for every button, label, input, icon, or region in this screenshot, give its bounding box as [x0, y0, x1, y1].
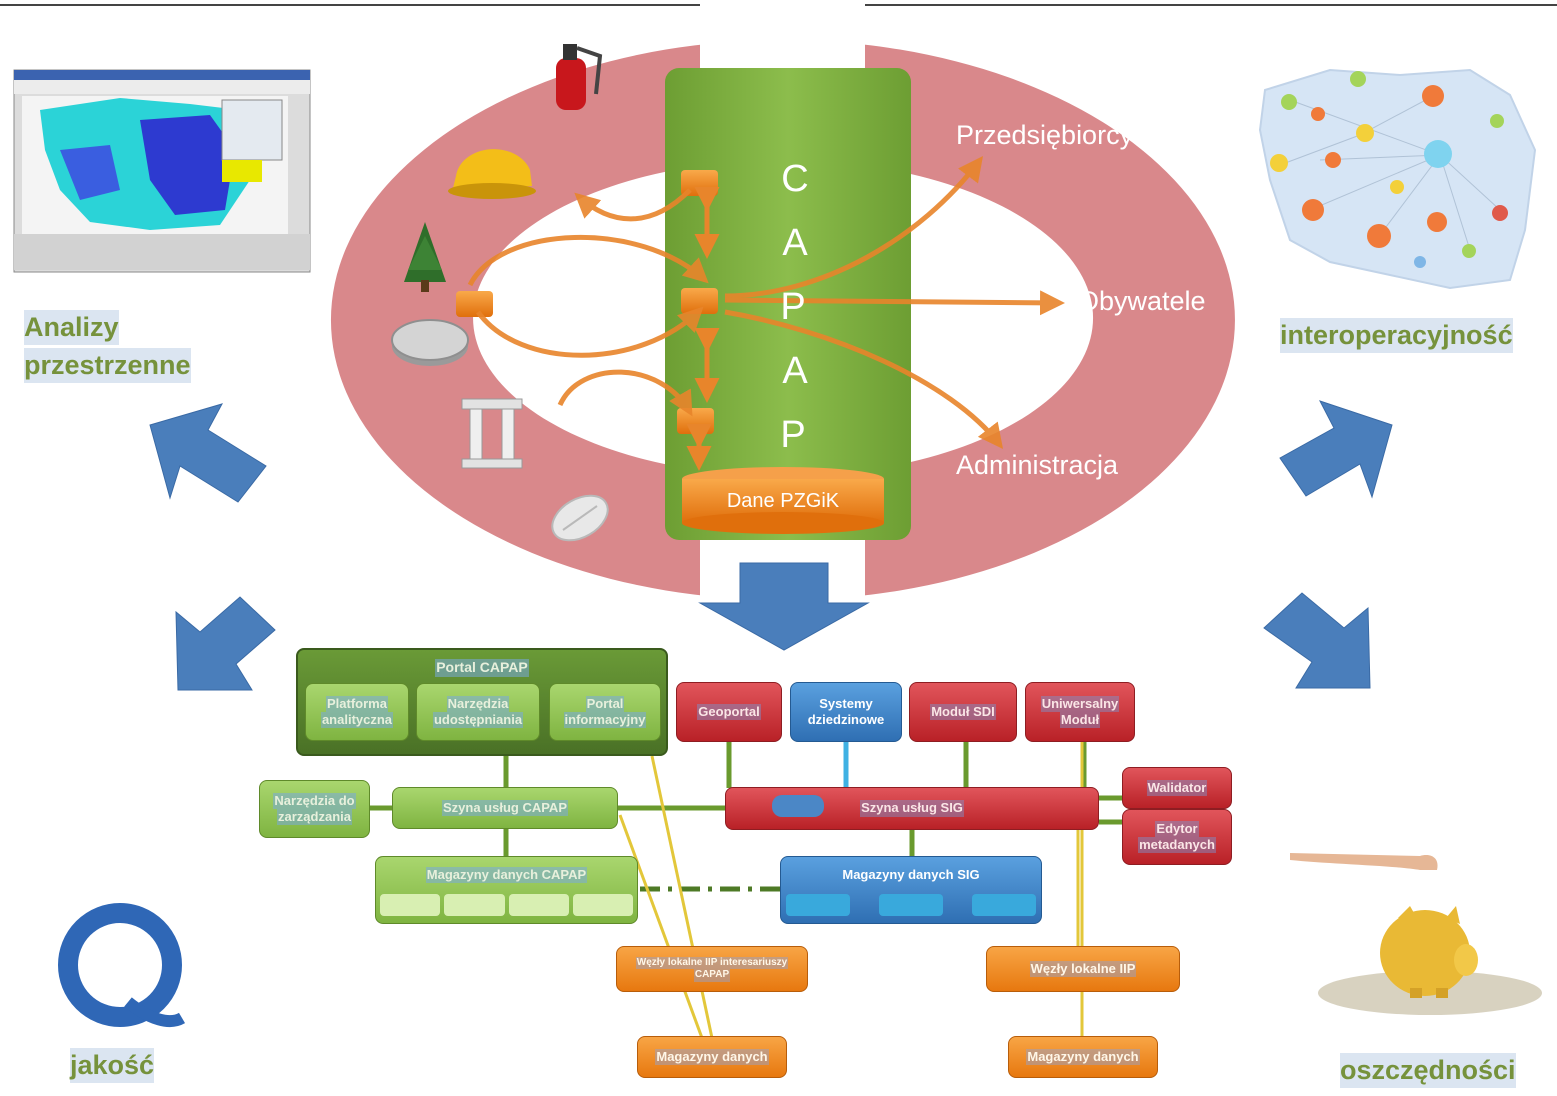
label-przestrzenne: przestrzenne — [24, 348, 191, 384]
cap-letter-c: C — [781, 158, 809, 200]
label-obywatele: Obywatele — [1078, 286, 1206, 316]
label-jakosc: jakość — [70, 1048, 155, 1084]
flow-node — [456, 291, 493, 317]
poland-network-map — [1258, 68, 1537, 290]
hard-hat-icon — [448, 149, 536, 199]
storage-tile — [786, 894, 850, 916]
wezly-lokalne-iip-box: Węzły lokalne IIP — [986, 946, 1180, 992]
bus-cylinder-icon — [772, 795, 824, 817]
storage-tile — [879, 894, 943, 916]
capap-storage-tiles — [380, 894, 633, 916]
label-interoperacyjnosc: interoperacyjność — [1280, 318, 1513, 354]
storage-tile — [572, 894, 633, 916]
portal-capap-title: Portal CAPAP — [435, 659, 529, 677]
column-pillar-icon — [461, 398, 523, 469]
modul-sdi-module: Moduł SDI — [909, 682, 1017, 742]
quality-q-logo-icon — [58, 903, 186, 1027]
label-administracja: Administracja — [956, 450, 1119, 480]
map-screenshot-thumbnail — [13, 69, 311, 273]
cap-letter-a1: A — [782, 222, 808, 264]
cap-letter-p1: P — [780, 286, 806, 328]
portal-item-narzedzia: Narzędzia udostępniania — [416, 683, 540, 741]
piggy-bank-icon — [1290, 853, 1542, 1015]
magazyny-danych-orange-1: Magazyny danych — [637, 1036, 787, 1078]
systemy-dziedzinowe-module: Systemy dziedzinowe — [790, 682, 902, 742]
arrow-down-right — [1263, 592, 1371, 689]
geoportal-module: Geoportal — [676, 682, 782, 742]
arrow-down-left — [175, 596, 276, 691]
label-analizy: Analizy — [24, 310, 119, 346]
narzedzia-zarzadzania-box: Narzędzia do zarządzania — [259, 780, 370, 838]
label-przedsiebiorcy: Przedsiębiorcy — [956, 120, 1134, 150]
pill-icon — [551, 494, 609, 542]
tree-icon — [404, 222, 446, 292]
sig-storage-tiles — [786, 894, 1036, 916]
storage-tile — [972, 894, 1036, 916]
storage-tile — [380, 894, 441, 916]
cap-letter-p2: P — [780, 414, 806, 456]
walidator-box: Walidator — [1122, 767, 1232, 809]
edytor-metadanych-box: Edytor metadanych — [1122, 809, 1232, 865]
fire-extinguisher-icon — [556, 44, 603, 110]
uniwersalny-modul-module: Uniwersalny Moduł — [1025, 682, 1135, 742]
dane-pzgik-label: Dane PZGiK — [726, 490, 840, 512]
arrow-up-right — [1279, 400, 1393, 499]
capap-column — [665, 68, 911, 540]
portal-item-informacyjny: Portal informacyjny — [549, 683, 661, 741]
portal-item-platforma: Platforma analityczna — [305, 683, 409, 741]
szyna-uslug-capap-box: Szyna usług CAPAP — [392, 787, 618, 829]
arrow-up-left — [149, 403, 267, 503]
stakeholder-ring — [330, 40, 1235, 600]
storage-tile — [508, 894, 569, 916]
flow-node — [677, 408, 714, 434]
cap-letter-a2: A — [782, 350, 808, 392]
magazyny-danych-orange-2: Magazyny danych — [1008, 1036, 1158, 1078]
arrow-down-center — [698, 562, 870, 651]
label-oszczednosci: oszczędności — [1340, 1053, 1516, 1089]
wezly-lokalne-capap-box: Węzły lokalne IIP interesariuszy CAPAP — [616, 946, 808, 992]
storage-tile — [444, 894, 505, 916]
coin-icon — [391, 319, 469, 366]
